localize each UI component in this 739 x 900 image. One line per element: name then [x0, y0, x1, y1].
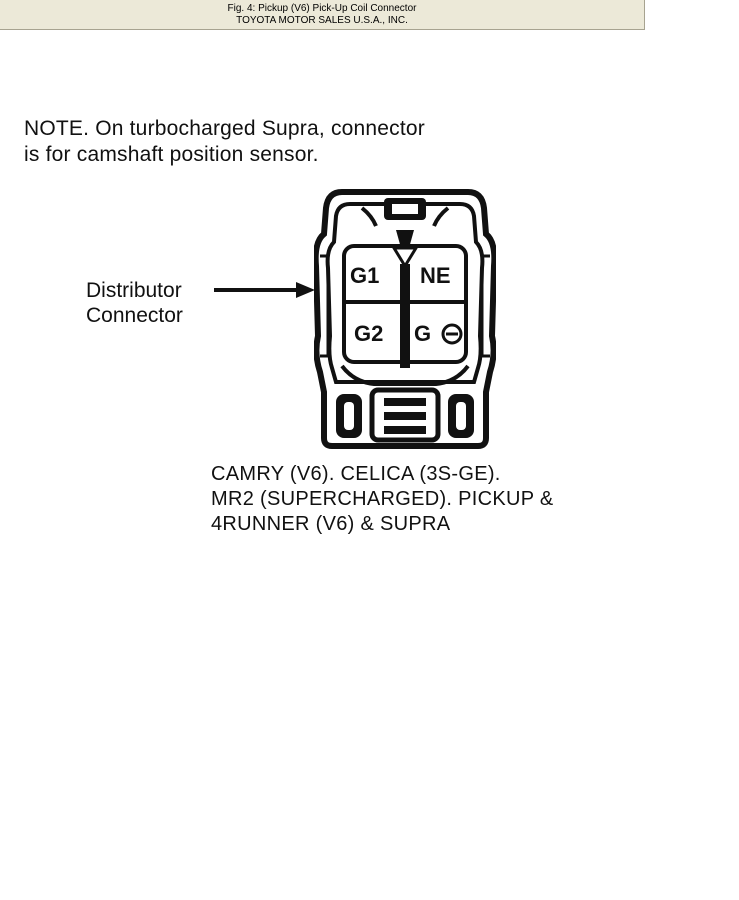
- figure-title: Fig. 4: Pickup (V6) Pick-Up Coil Connect…: [227, 3, 417, 14]
- pin-g2-label: G2: [354, 321, 384, 346]
- figure-caption: Fig. 4: Pickup (V6) Pick-Up Coil Connect…: [0, 0, 645, 30]
- models-line-1: CAMRY (V6). CELICA (3S-GE).: [211, 463, 501, 485]
- note-line-1: NOTE. On turbocharged Supra, connector: [24, 117, 425, 140]
- label-line-2: Connector: [86, 304, 183, 327]
- distributor-connector-label: Distributor Connector: [86, 278, 183, 328]
- label-line-1: Distributor: [86, 279, 182, 302]
- pointer-arrow-icon: [214, 282, 315, 298]
- connector-diagram: [314, 189, 496, 449]
- models-line-3: 4RUNNER (V6) & SUPRA: [211, 513, 451, 535]
- figure-credit: TOYOTA MOTOR SALES U.S.A., INC.: [236, 15, 408, 26]
- pin-g-minus-label: G: [414, 321, 432, 346]
- note-text: NOTE. On turbocharged Supra, connector i…: [24, 116, 425, 168]
- note-line-2: is for camshaft position sensor.: [24, 143, 319, 166]
- pin-ne-label: NE: [420, 263, 451, 288]
- applicable-models: CAMRY (V6). CELICA (3S-GE). MR2 (SUPERCH…: [211, 462, 554, 537]
- models-line-2: MR2 (SUPERCHARGED). PICKUP &: [211, 488, 554, 510]
- pin-g1-label: G1: [350, 263, 380, 288]
